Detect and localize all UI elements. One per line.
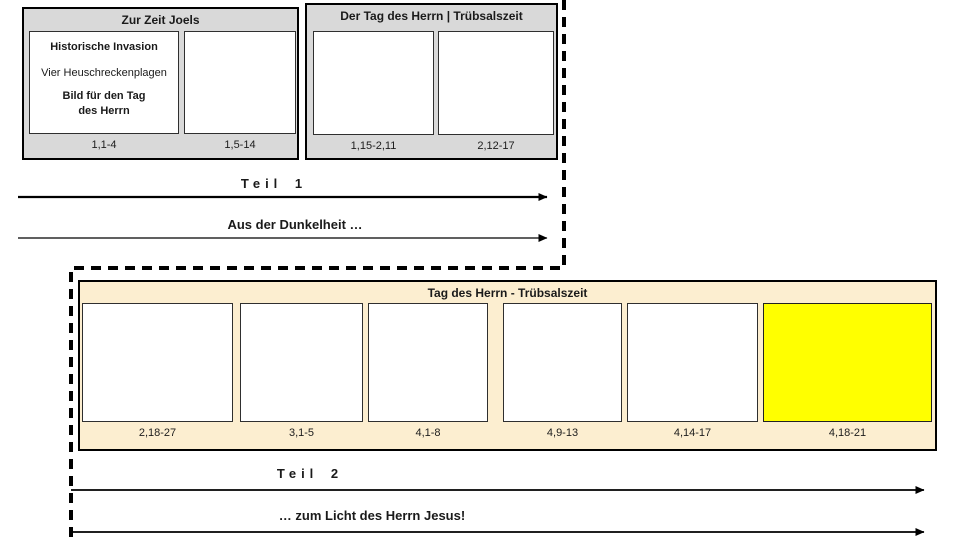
box-text-line: des Herrn (78, 105, 130, 117)
chapter-box (627, 303, 758, 422)
box-text-line: Vier Heuschreckenplagen (41, 67, 167, 79)
chapter-slot-highlighted: 4,18-21 (763, 303, 932, 440)
panel-tag-des-herrn-teil1: Der Tag des Herrn | Trübsalszeit 1,15-2,… (305, 3, 558, 160)
panel-tag-des-herrn-teil2: Tag des Herrn - Trübsalszeit 2,18-27 3,1… (78, 280, 937, 451)
chapter-range-label: 1,15-2,11 (350, 140, 397, 152)
panel-title: Der Tag des Herrn | Trübsalszeit (340, 9, 523, 23)
chapter-range-label: 1,1-4 (91, 139, 117, 151)
chapter-box (368, 303, 488, 422)
chapter-range-label: 2,18-27 (138, 427, 177, 439)
chapter-slot: 4,1-8 (368, 303, 488, 440)
chapter-slot: 4,9-13 (503, 303, 622, 440)
chapter-slot: Historische Invasion Vier Heuschreckenpl… (29, 31, 179, 152)
chapter-slot: 3,1-5 (240, 303, 363, 440)
chapter-box: Historische Invasion Vier Heuschreckenpl… (29, 31, 179, 134)
chapter-box (184, 31, 296, 134)
chapter-box (82, 303, 233, 422)
chapter-box (438, 31, 554, 135)
panel-title: Zur Zeit Joels (121, 13, 200, 27)
chapter-slot: 4,14-17 (627, 303, 758, 440)
zum-licht-label: … zum Licht des Herrn Jesus! (278, 508, 466, 523)
aus-der-dunkelheit-label: Aus der Dunkelheit … (227, 217, 363, 232)
chapter-range-label: 2,12-17 (477, 140, 515, 152)
teil-2-label: Teil 2 (276, 466, 344, 481)
teil-1-label: Teil 1 (240, 176, 308, 191)
chapter-slot: 2,18-27 (82, 303, 233, 440)
panel-title: Tag des Herrn - Trübsalszeit (427, 286, 588, 300)
chapter-box-highlighted (763, 303, 932, 422)
chapter-slot: 1,5-14 (184, 31, 296, 152)
chapter-range-label: 3,1-5 (288, 427, 315, 439)
chapter-range-label: 4,14-17 (673, 427, 712, 439)
chapter-slot: 2,12-17 (438, 31, 554, 153)
chapter-range-label: 4,1-8 (415, 427, 441, 439)
chapter-range-label: 1,5-14 (224, 139, 256, 151)
chapter-box (503, 303, 622, 422)
chapter-slot: 1,15-2,11 (313, 31, 434, 153)
chapter-box (313, 31, 434, 135)
chapter-range-label: 4,18-21 (828, 427, 867, 439)
panel-zur-zeit-joels: Zur Zeit Joels Historische Invasion Vier… (22, 7, 299, 160)
chapter-box (240, 303, 363, 422)
box-text-line: Bild für den Tag (62, 90, 146, 102)
box-text-line: Historische Invasion (50, 41, 158, 53)
chapter-range-label: 4,9-13 (546, 427, 579, 439)
